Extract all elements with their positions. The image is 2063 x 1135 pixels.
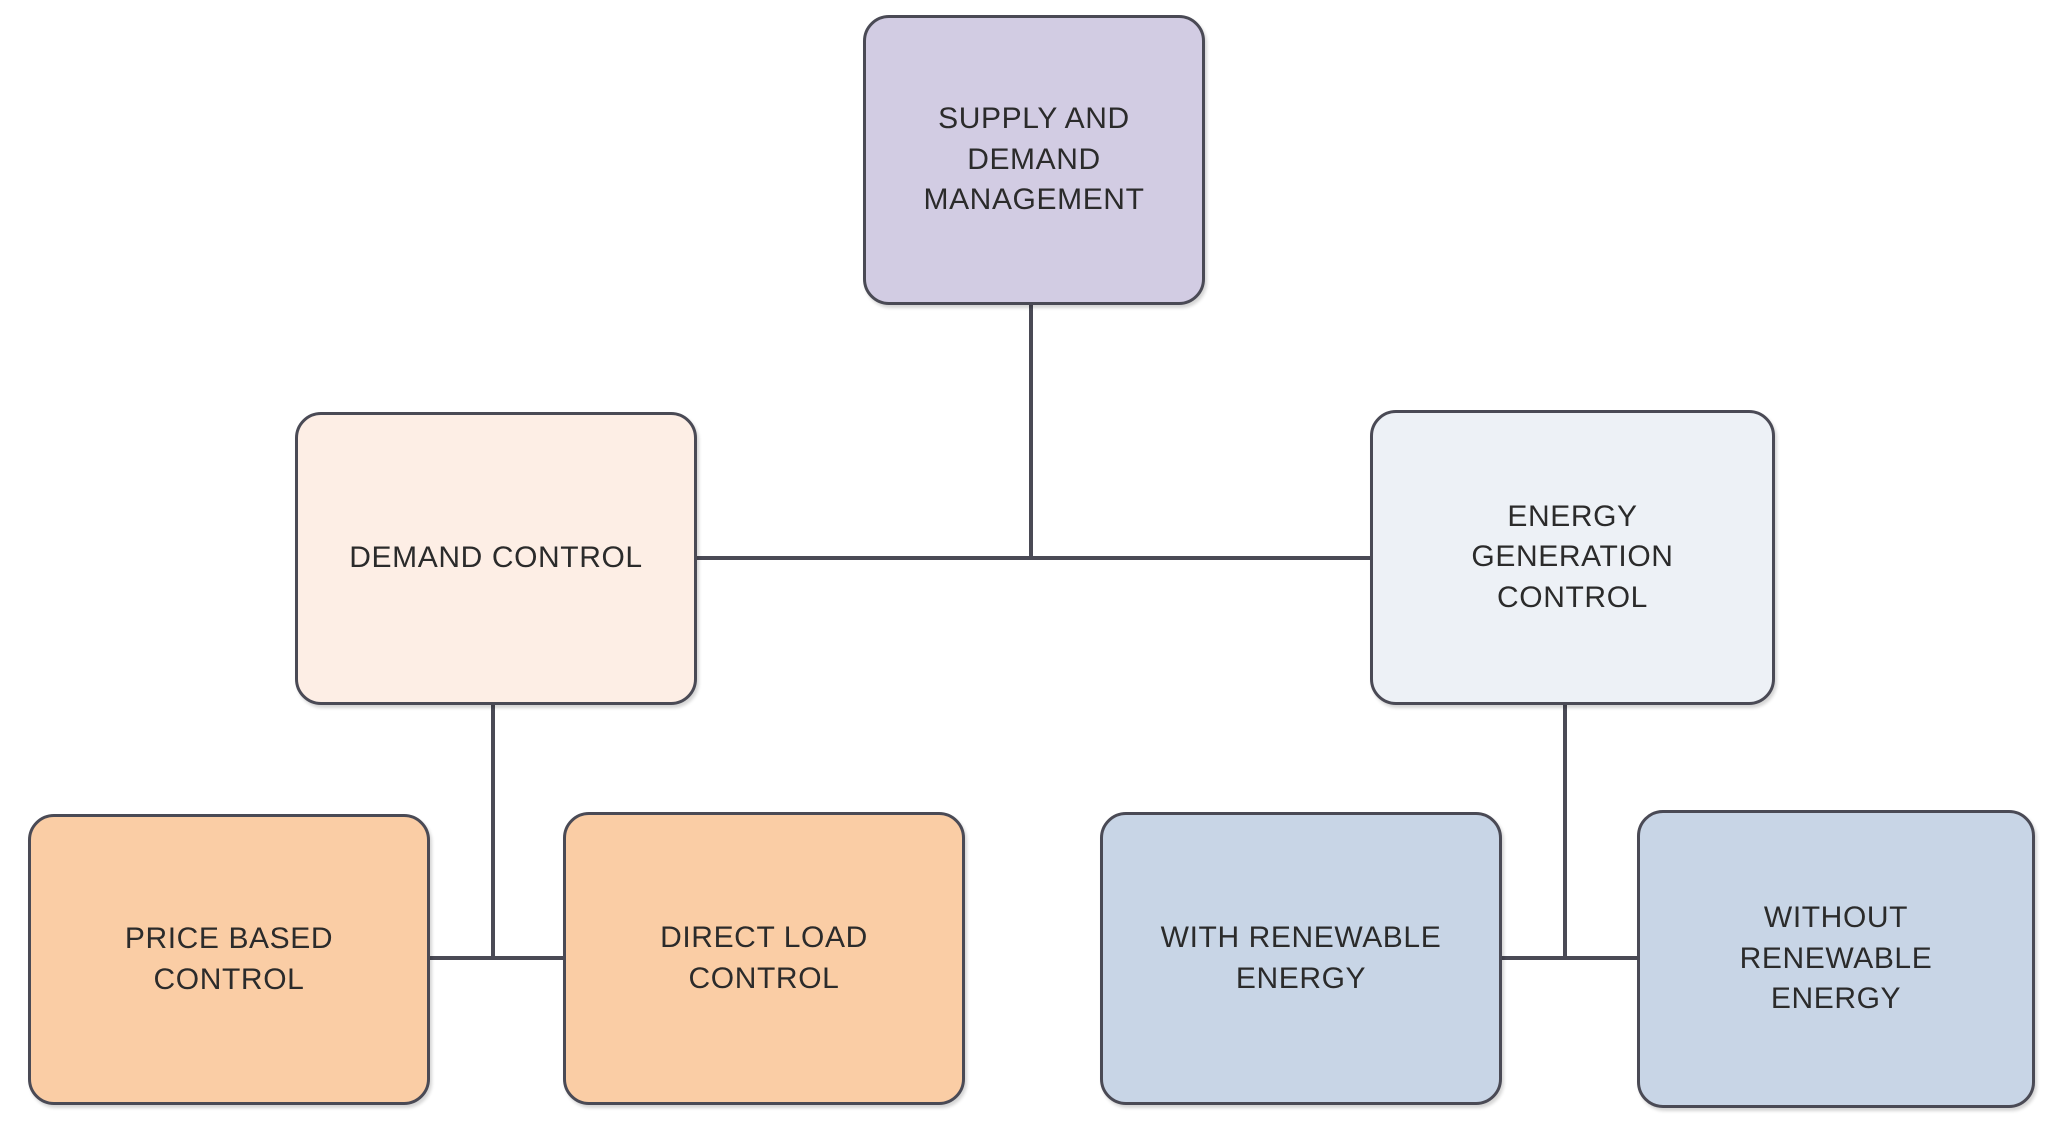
node-energy-generation-control[interactable]: ENERGY GENERATION CONTROL <box>1370 410 1775 705</box>
connector-level3-right-bus <box>1500 956 1639 960</box>
connector-root-to-level2 <box>1029 303 1033 559</box>
connector-energy-generation-control-drop <box>1563 703 1567 959</box>
node-label: DEMAND CONTROL <box>349 541 643 575</box>
node-label: SUPPLY AND DEMAND MANAGEMENT <box>923 102 1145 217</box>
node-label: WITHOUT RENEWABLE ENERGY <box>1739 901 1933 1016</box>
connector-level3-left-bus <box>428 956 565 960</box>
node-without-renewable-energy[interactable]: WITHOUT RENEWABLE ENERGY <box>1637 810 2035 1108</box>
node-with-renewable-energy[interactable]: WITH RENEWABLE ENERGY <box>1100 812 1502 1105</box>
connector-level2-horizontal-bus <box>695 556 1372 560</box>
node-demand-control[interactable]: DEMAND CONTROL <box>295 412 697 705</box>
node-direct-load-control[interactable]: DIRECT LOAD CONTROL <box>563 812 965 1105</box>
connector-demand-control-drop <box>491 703 495 959</box>
node-price-based-control[interactable]: PRICE BASED CONTROL <box>28 814 430 1105</box>
node-label: PRICE BASED CONTROL <box>124 922 334 996</box>
node-label: DIRECT LOAD CONTROL <box>660 921 868 995</box>
node-label: ENERGY GENERATION CONTROL <box>1471 499 1674 614</box>
node-supply-and-demand-management[interactable]: SUPPLY AND DEMAND MANAGEMENT <box>863 15 1205 305</box>
node-label: WITH RENEWABLE ENERGY <box>1160 921 1442 995</box>
